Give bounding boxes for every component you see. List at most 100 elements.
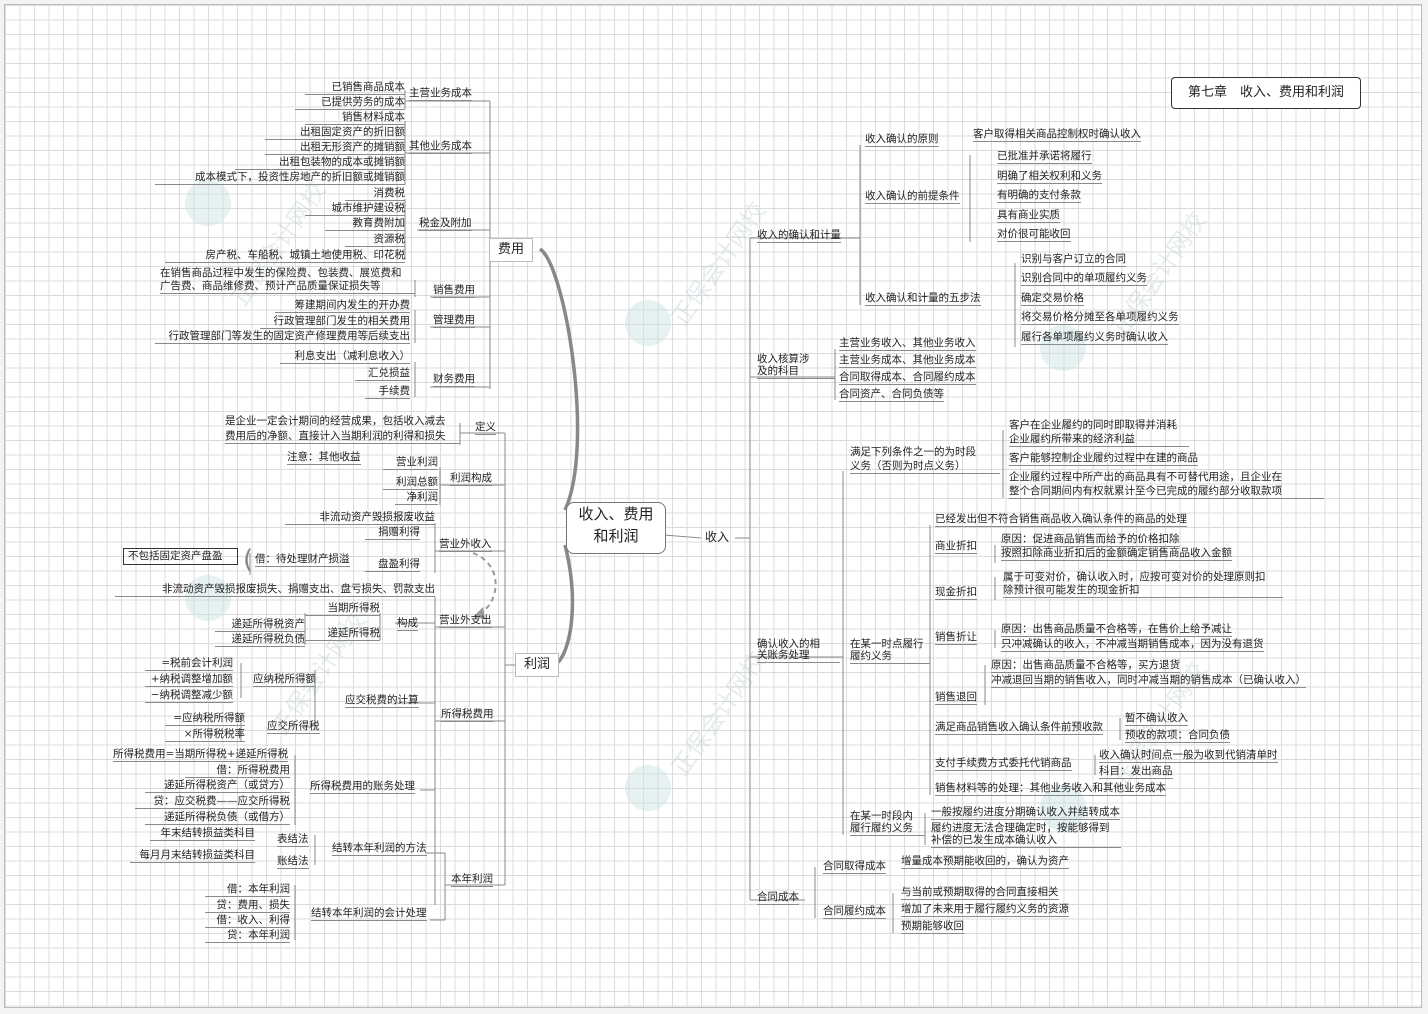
node-definition: 定义 bbox=[475, 421, 496, 435]
node-current-tax: 当期所得税 bbox=[305, 602, 380, 616]
node-step-item: 将交易价格分摊至各单项履约义务 bbox=[1021, 311, 1179, 325]
node-composition-item: 净利润 bbox=[395, 491, 438, 505]
node-account-item: 合同取得成本、合同履约成本 bbox=[839, 371, 976, 385]
node-other-cost-item: 出租包装物的成本或摊销额 bbox=[235, 156, 405, 170]
node-admin-item: 筹建期间内发生的开办费 bbox=[275, 299, 410, 313]
connector-lines bbox=[240, 90, 1121, 940]
node-deferred-item: 递延所得税负债 bbox=[215, 633, 305, 647]
node-accounts-line2: 及的科目 bbox=[757, 365, 835, 379]
node-annual-entry: 借：本年利润 bbox=[205, 883, 290, 897]
node-steps: 收入确认和计量的五步法 bbox=[865, 292, 981, 306]
node-table-method: 表结法 bbox=[277, 833, 309, 847]
node-returns-item: 原因：出售商品质量不合格等，买方退货 bbox=[991, 659, 1180, 673]
node-step-item: 确定交易价格 bbox=[1021, 292, 1084, 306]
node-table-text: 年末结转损益类科目 bbox=[150, 827, 255, 841]
node-definition-line1: 是企业一定会计期间的经营成果，包括收入减去 bbox=[225, 415, 446, 427]
node-main-cost-item: 已提供劳务的成本 bbox=[295, 96, 405, 110]
node-point-line2: 履约义务 bbox=[850, 650, 930, 664]
node-tax-formula: 所得税费用=当期所得税+递延所得税 bbox=[113, 748, 289, 762]
node-taxable-item: =税前会计利润 bbox=[145, 657, 233, 671]
node-fulfillment: 合同履约成本 bbox=[823, 905, 886, 919]
node-prepaid-item: 预收的款项：合同负债 bbox=[1125, 729, 1230, 743]
node-consign-item: 科目：发出商品 bbox=[1099, 765, 1173, 779]
node-tax-item: 资源税 bbox=[345, 233, 405, 247]
node-nonop-income-sub: 借：待处理财产损溢 bbox=[255, 553, 350, 567]
node-tax-accounting: 所得税费用的账务处理 bbox=[310, 780, 415, 794]
node-finance-item: 利息支出（减利息收入） bbox=[280, 350, 410, 364]
node-annual-entries: 结转本年利润的会计处理 bbox=[311, 907, 427, 921]
node-composition-note: 注意：其他收益 bbox=[287, 451, 361, 465]
branch-revenue: 收入 bbox=[705, 530, 730, 544]
node-nonop-income-item: 非流动资产毁损报废收益 bbox=[285, 511, 435, 525]
node-tax-item: 房产税、车船税、城镇土地使用税、印花税 bbox=[165, 249, 405, 263]
node-other-cost-item: 出租固定资产的折旧额 bbox=[265, 126, 405, 140]
node-prereq-item: 明确了相关权利和义务 bbox=[997, 170, 1102, 184]
node-overtime-cond: 客户能够控制企业履约过程中在建的商品 bbox=[1009, 452, 1198, 466]
node-tax-entry: 贷：应交税费——应交所得税 bbox=[135, 795, 290, 809]
node-prereq: 收入确认的前提条件 bbox=[865, 190, 960, 204]
node-taxable-item: −纳税调整减少额 bbox=[145, 689, 233, 703]
node-other-cost-item: 成本模式下，投资性房地产的折旧额或摊销额 bbox=[155, 171, 405, 185]
chapter-title: 第七章 收入、费用和利润 bbox=[1171, 77, 1361, 109]
node-returns-item: 冲减退回当期的销售收入，同时冲减当期的销售成本（已确认收入） bbox=[991, 674, 1306, 688]
node-payable-item: =应纳税所得额 bbox=[165, 712, 245, 726]
node-cash-line1: 属于可变对价，确认收入时，应按可变对价的处理原则扣 bbox=[1003, 571, 1266, 583]
node-sales: 销售费用 bbox=[433, 284, 475, 298]
node-account-method: 账结法 bbox=[277, 855, 309, 869]
node-account-item: 合同资产、合同负债等 bbox=[839, 388, 944, 402]
node-tax-entry: 借：所得税费用 bbox=[185, 764, 290, 778]
node-accounts-line1: 收入核算涉 bbox=[757, 353, 810, 365]
node-prereq-item: 对价很可能收回 bbox=[997, 228, 1071, 242]
node-recognition: 收入的确认和计量 bbox=[757, 229, 841, 243]
node-finance-item: 汇兑损益 bbox=[355, 367, 410, 381]
node-point-line1: 在某一时点履行 bbox=[850, 638, 924, 650]
node-prepaid: 满足商品销售收入确认条件前预收款 bbox=[935, 721, 1103, 735]
node-composition-item: 利润总额 bbox=[383, 476, 438, 490]
node-step-item: 识别与客户订立的合同 bbox=[1021, 253, 1126, 267]
node-not-met: 已经发出但不符合销售商品收入确认条件的商品的处理 bbox=[935, 513, 1187, 527]
node-tax-calc: 应交税费的计算 bbox=[345, 694, 419, 708]
node-nonop-income: 营业外收入 bbox=[439, 538, 492, 552]
node-nonop-income-item: 捐赠利得 bbox=[365, 526, 420, 540]
node-deferred-tax: 递延所得税 bbox=[305, 627, 380, 641]
node-tax-item: 城市维护建设税 bbox=[305, 202, 405, 216]
branch-fee: 费用 bbox=[489, 238, 534, 262]
node-tax-entry: 递延所得税负债（或借方） bbox=[145, 811, 290, 825]
node-consign: 支付手续费方式委托代销商品 bbox=[935, 757, 1072, 771]
node-allowance: 销售折让 bbox=[935, 631, 977, 645]
node-tax-composition: 构成 bbox=[397, 617, 418, 631]
node-returns: 销售退回 bbox=[935, 691, 977, 705]
node-account-item: 主营业务成本、其他业务成本 bbox=[839, 354, 976, 368]
node-annual-profit: 本年利润 bbox=[451, 873, 493, 887]
node-annual-entry: 贷：费用、损失 bbox=[205, 899, 290, 913]
node-method: 结转本年利润的方法 bbox=[332, 842, 427, 856]
node-commercial-item: 原因：促进商品销售而给予的价格扣除 bbox=[1001, 533, 1180, 547]
node-step-item: 履行各单项履约义务时确认收入 bbox=[1021, 331, 1168, 345]
node-taxable: 应纳税所得额 bbox=[253, 673, 316, 687]
node-tax-item: 教育费附加 bbox=[325, 217, 405, 231]
node-prepaid-item: 暂不确认收入 bbox=[1125, 712, 1188, 726]
node-principle: 收入确认的原则 bbox=[865, 133, 939, 147]
node-overtime-cond: 企业履约所带来的经济利益 bbox=[1009, 433, 1189, 447]
node-contract-cost: 合同成本 bbox=[757, 891, 799, 905]
node-income-tax: 所得税费用 bbox=[441, 708, 494, 722]
node-overtime-cond: 客户在企业履约的同时即取得并消耗 bbox=[1009, 419, 1177, 431]
brace-icon: ( bbox=[243, 545, 254, 575]
node-admin-item: 行政管理部门等发生的固定资产修理费用等后续支出 bbox=[155, 330, 410, 344]
node-other-cost-item: 销售材料成本 bbox=[305, 111, 405, 125]
node-fulfillment-item: 增加了未来用于履行履约义务的资源 bbox=[901, 903, 1069, 917]
node-other-cost-item: 出租无形资产的摊销额 bbox=[265, 141, 405, 155]
node-definition-line2: 费用后的净额、直接计入当期利润的利得和损失 bbox=[225, 430, 460, 444]
node-acquisition: 合同取得成本 bbox=[823, 860, 886, 874]
node-period-item2a: 履约进度无法合理确定时，按能够得到 bbox=[931, 822, 1110, 834]
mindmap-canvas: 正保会计网校 正保会计网校 正保会计网校 正保会计网校 正保会计网校 正保会计网… bbox=[4, 4, 1422, 1008]
node-nonop-expense-text: 非流动资产毁损报废损失、捐赠支出、盘亏损失、罚款支出 bbox=[115, 583, 435, 597]
node-overtime-cond: 整个合同期间内有权就累计至今已完成的履约部分收取款项 bbox=[1009, 485, 1324, 499]
node-main-cost-item: 已销售商品成本 bbox=[305, 81, 405, 95]
node-finance-item: 手续费 bbox=[365, 385, 410, 399]
node-fulfillment-item: 与当前或预期取得的合同直接相关 bbox=[901, 886, 1059, 900]
node-processing-line2: 关账务处理 bbox=[757, 649, 840, 663]
node-payable: 应交所得税 bbox=[267, 720, 320, 734]
node-tax: 税金及附加 bbox=[419, 217, 472, 231]
node-account-item: 主营业务收入、其他业务收入 bbox=[839, 337, 976, 351]
